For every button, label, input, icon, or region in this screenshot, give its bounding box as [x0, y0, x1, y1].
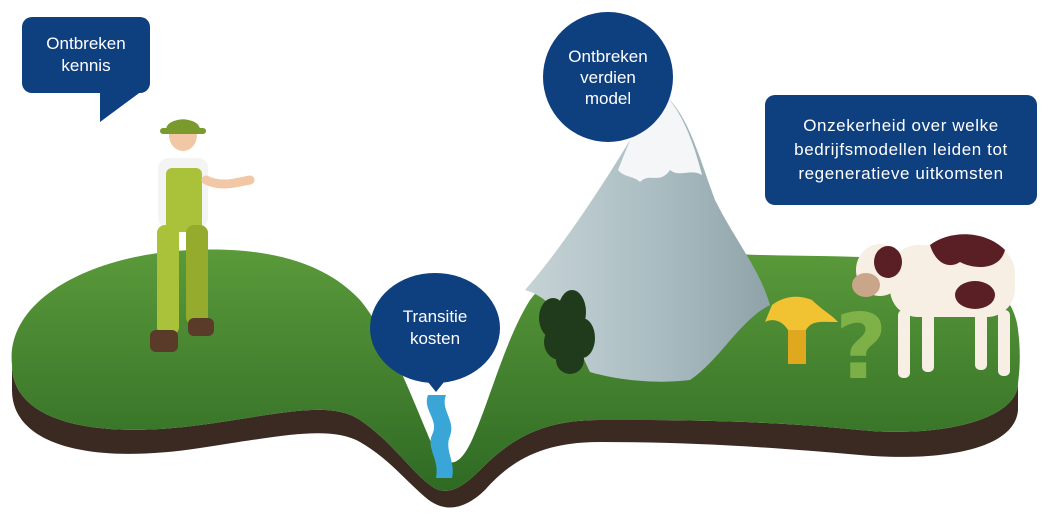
callout-text: Ontbreken verdien model [568, 46, 648, 108]
callout-text: Ontbreken kennis [46, 34, 126, 75]
water-stream [426, 395, 453, 478]
callout-text: Transitie kosten [402, 307, 468, 348]
callout-tail [100, 88, 146, 122]
callout-business-model-uncertainty: Onzekerheid over welke bedrijfsmodellen … [765, 95, 1037, 205]
mountain-snow-cap [618, 98, 702, 182]
soil-layer [12, 365, 1018, 508]
trees [539, 290, 595, 374]
callout-lacking-earning-model: Ontbreken verdien model [543, 12, 673, 142]
mountain [525, 98, 770, 382]
cow [852, 234, 1015, 378]
callout-transition-costs: Transitie kosten [370, 273, 500, 383]
question-mark: ? [835, 295, 887, 400]
farmer-figure [150, 119, 255, 352]
callout-lacking-knowledge: Ontbreken kennis [22, 17, 150, 93]
callout-text: Onzekerheid over welke bedrijfsmodellen … [794, 116, 1008, 183]
grass-surface [11, 249, 1020, 491]
wheat-sheaf [765, 296, 838, 364]
